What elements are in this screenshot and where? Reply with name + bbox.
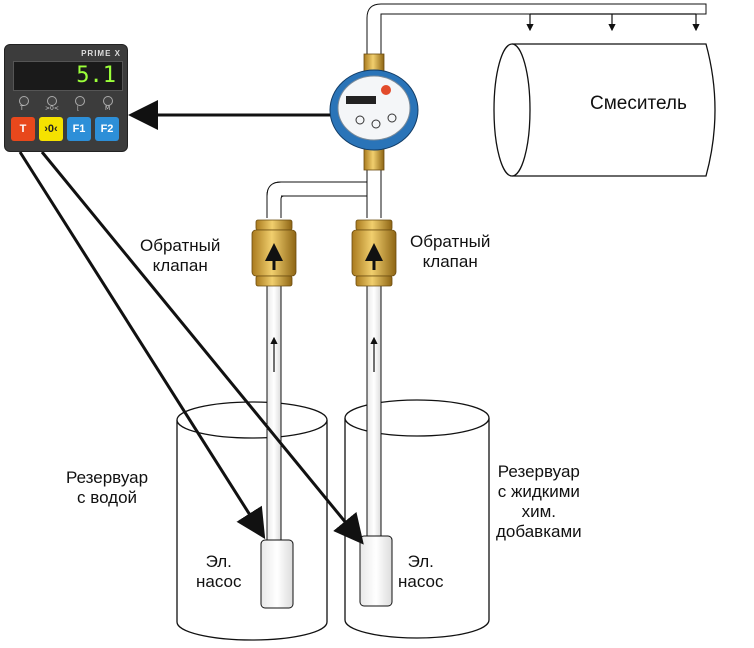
pipe-to-mixer	[366, 3, 707, 70]
water-meter	[329, 53, 419, 171]
tank-chem-line4: добавками	[496, 522, 582, 541]
pump-left	[260, 539, 294, 609]
tank-chem-line1: Резервуар	[497, 462, 580, 481]
controller-brand: PRIME X	[81, 49, 121, 58]
pipe-manifold	[266, 167, 382, 219]
pump-left-line1: Эл.	[205, 552, 232, 571]
tank-water-line1: Резервуар	[66, 468, 149, 487]
indicator-label-1: T	[20, 105, 24, 112]
tank-water-line2: с водой	[77, 488, 138, 507]
check-valve-left-line2: клапан	[152, 256, 208, 275]
check-valve-right-line1: Обратный	[410, 232, 491, 251]
pump-left-line2: насос	[196, 572, 242, 591]
pump-left-label: Эл. насос	[196, 552, 242, 592]
check-valve-right	[351, 219, 397, 287]
mixer	[493, 43, 716, 177]
check-valve-right-label: Обратный клапан	[410, 232, 490, 272]
pipe-left	[266, 282, 282, 542]
check-valve-right-line2: клапан	[422, 252, 478, 271]
tank-chem-line2: с жидкими	[497, 482, 580, 501]
indicator-label-4: M	[105, 105, 111, 112]
pipe-right	[366, 282, 382, 542]
indicator-label-3: ⌊	[77, 105, 80, 112]
button-f2[interactable]: F2	[95, 117, 119, 141]
mixer-inlets	[526, 13, 700, 32]
pump-right-label: Эл. насос	[398, 552, 444, 592]
control-to-pump-right	[40, 151, 364, 545]
controller-device: PRIME X 5.1 T >0< ⌊ M T ›0‹ F1 F2	[4, 44, 128, 152]
controller-display: 5.1	[13, 61, 123, 91]
indicator-led-3	[75, 96, 85, 106]
check-valve-left-label: Обратный клапан	[140, 236, 220, 276]
indicator-label-2: >0<	[45, 105, 59, 112]
tank-water-label: Резервуар с водой	[66, 468, 148, 508]
pump-right-line1: Эл.	[407, 552, 434, 571]
indicator-led-2	[47, 96, 57, 106]
indicator-led-1	[19, 96, 29, 106]
check-valve-left-line1: Обратный	[140, 236, 221, 255]
mixer-label: Смеситель	[590, 93, 687, 114]
button-f1[interactable]: F1	[67, 117, 91, 141]
pump-right	[359, 535, 393, 607]
button-t[interactable]: T	[11, 117, 35, 141]
tank-chem-line3: хим.	[521, 502, 557, 521]
button-zero[interactable]: ›0‹	[39, 117, 63, 141]
check-valve-left	[251, 219, 297, 287]
display-value: 5.1	[76, 63, 116, 88]
tank-chem-label: Резервуар с жидкими хим. добавками	[496, 462, 582, 542]
pump-right-line2: насос	[398, 572, 444, 591]
control-to-pump-left	[18, 151, 266, 540]
indicator-led-4	[103, 96, 113, 106]
